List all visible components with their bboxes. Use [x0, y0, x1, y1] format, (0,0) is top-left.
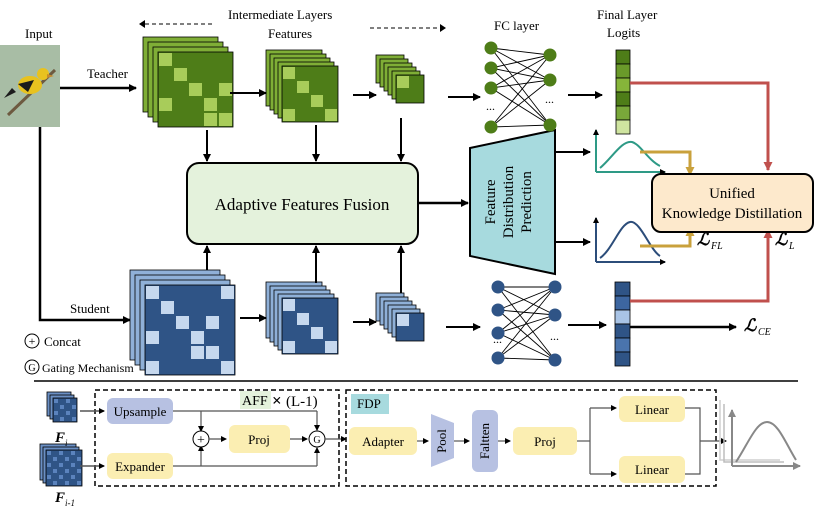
adapter-block	[349, 427, 417, 455]
linear-2-block	[619, 456, 685, 483]
proj-block	[229, 425, 290, 453]
svg-text:...: ...	[545, 92, 554, 106]
feature-fi-stack	[46, 391, 78, 423]
svg-text:i: i	[65, 438, 68, 448]
fdp-label-3: Prediction	[519, 171, 535, 233]
flatten-block	[472, 410, 498, 472]
student-label: Student	[70, 301, 110, 316]
svg-text:ℒ: ℒ	[697, 230, 710, 249]
feature-fi1-stack	[39, 443, 83, 487]
input-image	[0, 45, 60, 127]
fdp-tag: FDP	[357, 396, 381, 411]
linear-2-label: Linear	[635, 462, 670, 477]
aff-times: ×	[272, 391, 282, 410]
fdp-label-2: Distribution	[501, 165, 517, 238]
proj2-label: Proj	[534, 434, 556, 449]
proj-label: Proj	[248, 432, 270, 447]
student-dist-to-ukd	[640, 227, 695, 248]
fi1-label: F i-1	[54, 490, 75, 508]
svg-text:Gating Mechanism: Gating Mechanism	[42, 361, 134, 375]
pool-label: Pool	[434, 429, 449, 453]
teacher-feature-stack-3	[375, 54, 425, 104]
upsample-label: Upsample	[114, 404, 167, 419]
svg-text:...: ...	[493, 332, 502, 346]
loss-fl: ℒ FL	[697, 230, 723, 252]
final-logits-label-1: Final Layer	[597, 7, 658, 22]
svg-text:CE: CE	[758, 327, 771, 338]
svg-text:F: F	[54, 430, 65, 446]
svg-text:Concat: Concat	[44, 334, 81, 349]
student-arrow	[38, 127, 131, 324]
student-logits-to-ukd	[630, 229, 773, 303]
aff-detail-box	[94, 389, 340, 487]
expander-block	[107, 453, 173, 479]
svg-text:F: F	[54, 490, 65, 506]
fdp-block	[469, 128, 556, 276]
adapter-label: Adapter	[362, 434, 405, 449]
flatten-label: Faltten	[477, 422, 492, 459]
teacher-feature-stack-2	[265, 49, 339, 123]
loss-l: ℒ L	[775, 230, 795, 252]
linear-1-label: Linear	[635, 402, 670, 417]
teacher-distribution-plot	[593, 129, 666, 175]
svg-text:ℒ: ℒ	[744, 316, 757, 335]
ukd-label-1: Unified	[709, 186, 755, 202]
output-distribution-plot	[719, 400, 801, 470]
student-logits	[614, 281, 631, 367]
svg-text:L: L	[788, 241, 795, 252]
teacher-fc-layer: ......	[484, 41, 557, 134]
aff-count: (L-1)	[286, 394, 318, 410]
ukd-label-2: Knowledge Distillation	[662, 206, 803, 222]
aff-tag: AFF	[242, 394, 268, 409]
upsample-block	[107, 398, 173, 424]
linear-1-block	[619, 396, 685, 422]
final-logits-label-2: Logits	[607, 25, 640, 40]
student-fc-layer: ......	[491, 280, 562, 367]
svg-text:FL: FL	[710, 241, 723, 252]
proj2-block	[513, 427, 577, 455]
pool-block	[431, 414, 454, 467]
fdp-tag-bg	[351, 394, 389, 414]
loss-ce: ℒ CE	[744, 316, 771, 338]
ukd-box	[651, 173, 814, 233]
aff-label: Adaptive Features Fusion	[215, 195, 390, 214]
intermediate-label-2: Features	[268, 26, 312, 41]
legend-concat: + Concat	[24, 333, 81, 349]
student-feature-stack-1	[129, 269, 236, 376]
teacher-dist-to-ukd	[640, 150, 695, 176]
student-feature-stack-3	[375, 292, 425, 342]
gate-node-label: G	[313, 435, 320, 446]
teacher-label: Teacher	[87, 66, 129, 81]
fc-layer-label: FC layer	[494, 18, 540, 33]
teacher-logits	[615, 49, 631, 135]
expander-label: Expander	[115, 459, 165, 474]
teacher-feature-stack-1	[142, 36, 234, 128]
concat-node-label: +	[197, 433, 205, 448]
fdp-label-1: Feature	[483, 179, 499, 224]
aff-tag-bg	[240, 391, 271, 409]
input-label: Input	[25, 26, 53, 41]
teacher-logits-to-ukd	[630, 81, 773, 171]
svg-text:ℒ: ℒ	[775, 230, 788, 249]
merge-line	[685, 407, 701, 475]
student-feature-stack-2	[265, 281, 339, 355]
fi-label: F i	[54, 430, 68, 448]
legend-gating: G Gating Mechanism	[24, 359, 134, 375]
svg-text:+: +	[29, 334, 36, 348]
svg-text:...: ...	[486, 99, 495, 113]
svg-text:i-1: i-1	[65, 498, 75, 508]
intermediate-label-1: Intermediate Layers	[228, 7, 332, 22]
svg-text:G: G	[28, 363, 35, 374]
svg-text:...: ...	[550, 329, 559, 343]
